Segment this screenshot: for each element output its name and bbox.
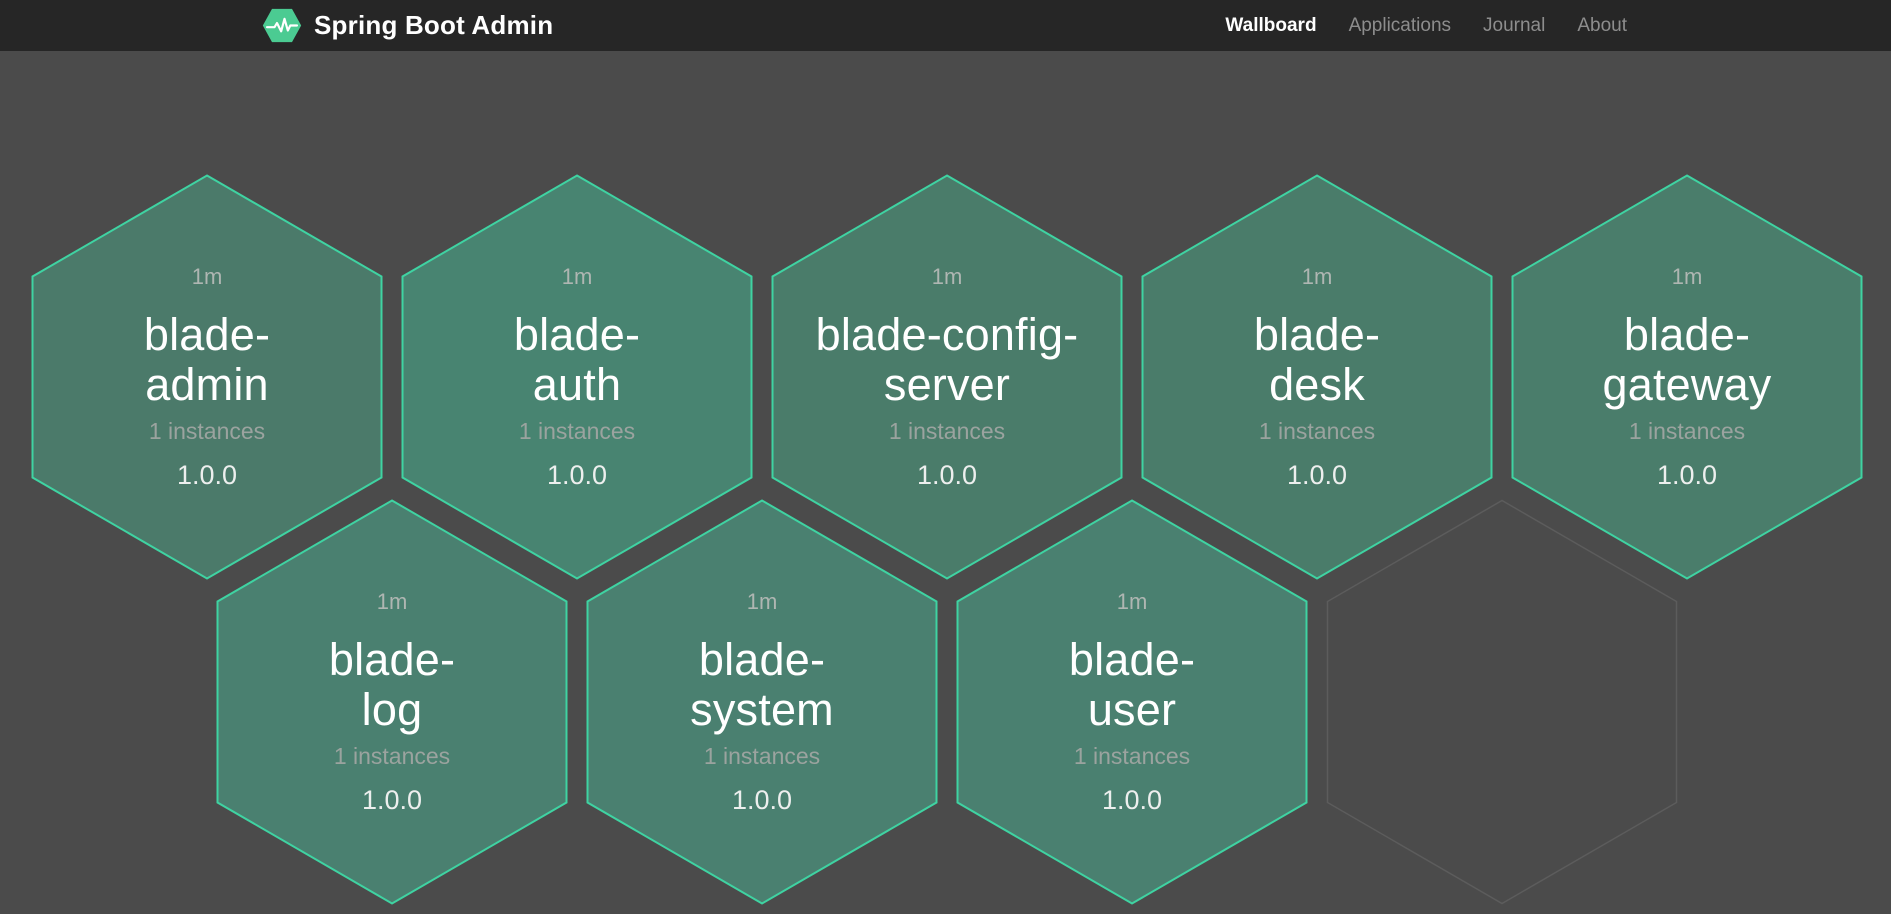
hexagon-shape (216, 499, 568, 905)
empty-hexagon-outline (1326, 499, 1678, 905)
hexagon-shape (586, 499, 938, 905)
hexagon-shape (956, 499, 1308, 905)
hexagon-shape (771, 174, 1123, 580)
hexagon-shape (1141, 174, 1493, 580)
nav-item-applications[interactable]: Applications (1348, 14, 1452, 36)
nav-item-wallboard[interactable]: Wallboard (1225, 14, 1317, 36)
hexagon-tile-empty (1326, 499, 1678, 905)
brand[interactable]: Spring Boot Admin (262, 8, 553, 43)
nav-item-journal[interactable]: Journal (1483, 14, 1546, 36)
top-navbar: Spring Boot Admin Wallboard Applications J… (0, 0, 1891, 51)
hexagon-shape (1511, 174, 1863, 580)
main-nav: Wallboard Applications Journal About (1225, 0, 1627, 51)
brand-title: Spring Boot Admin (314, 10, 554, 40)
hexagon-shape (401, 174, 753, 580)
nav-item-about[interactable]: About (1577, 14, 1627, 36)
hexagon-shape (31, 174, 383, 580)
pulse-hexagon-icon (262, 8, 302, 43)
